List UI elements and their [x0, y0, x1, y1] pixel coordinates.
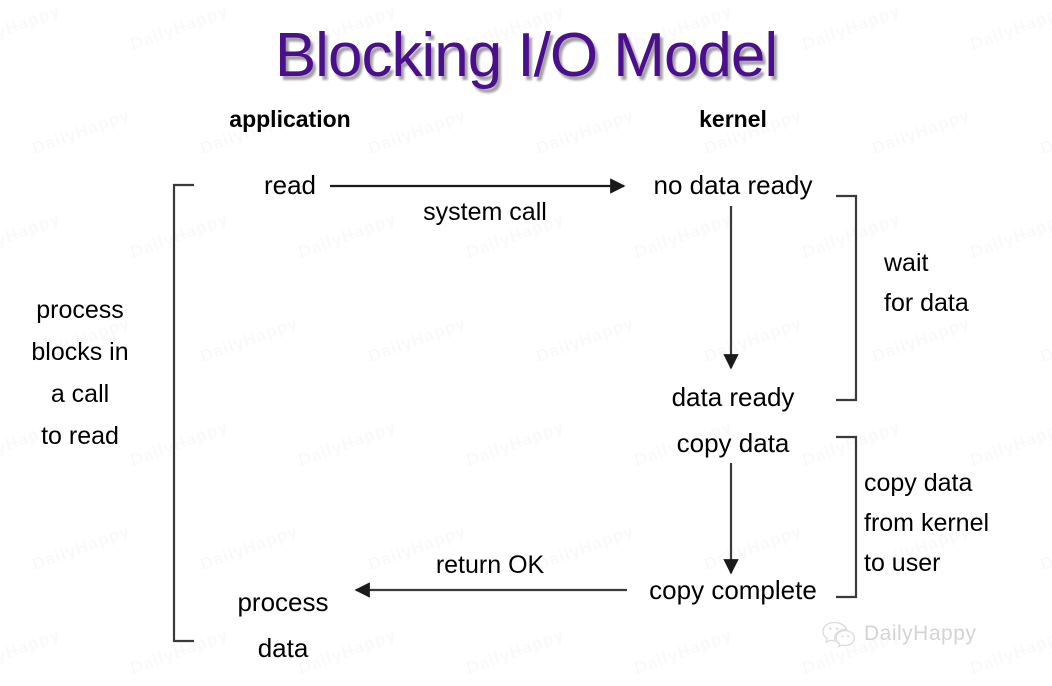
column-header-application: application [229, 106, 351, 132]
node-copy-complete: copy complete [649, 575, 817, 605]
watermark-tile: DailyHappy [870, 105, 973, 159]
node-data-ready: data ready [671, 382, 795, 412]
watermark-tile: DailyHappy [534, 313, 637, 367]
watermark-tile: DailyHappy [30, 105, 133, 159]
node-copy-data: copy data [676, 428, 790, 458]
bracket-wait-for-data [836, 194, 858, 402]
watermark-tile: DailyHappy [464, 625, 567, 679]
watermark-tile: DailyHappy [1038, 105, 1052, 159]
watermark-tile: DailyHappy [632, 209, 735, 263]
column-header-kernel: kernel [699, 106, 767, 132]
watermark-tile: DailyHappy [128, 209, 231, 263]
watermark-tile: DailyHappy [968, 625, 1052, 679]
watermark-tile: DailyHappy [702, 313, 805, 367]
node-no-data-ready: no data ready [653, 170, 813, 200]
bracket-process-blocks [172, 183, 194, 643]
watermark-tile: DailyHappy [702, 521, 805, 575]
bracket-copy-from-kernel [836, 435, 858, 599]
watermark-tile: DailyHappy [30, 521, 133, 575]
brand-name: DailyHappy [864, 622, 977, 645]
watermark-tile: DailyHappy [198, 521, 301, 575]
brand-watermark: DailyHappy [822, 620, 976, 648]
watermark-tile: DailyHappy [0, 209, 63, 263]
watermark-tile: DailyHappy [534, 105, 637, 159]
page-title: Blocking I/O Model [274, 21, 778, 90]
watermark-tile: DailyHappy [366, 313, 469, 367]
watermark-tile: DailyHappy [464, 417, 567, 471]
watermark-tile: DailyHappy [198, 313, 301, 367]
edge-label-system-call: system call [423, 198, 547, 226]
node-read: read [263, 170, 317, 200]
edge-label-return-ok: return OK [435, 551, 545, 579]
watermark-tile: DailyHappy [296, 417, 399, 471]
watermark-tile: DailyHappy [0, 625, 63, 679]
wechat-icon [822, 621, 856, 648]
watermark-tile: DailyHappy [632, 625, 735, 679]
